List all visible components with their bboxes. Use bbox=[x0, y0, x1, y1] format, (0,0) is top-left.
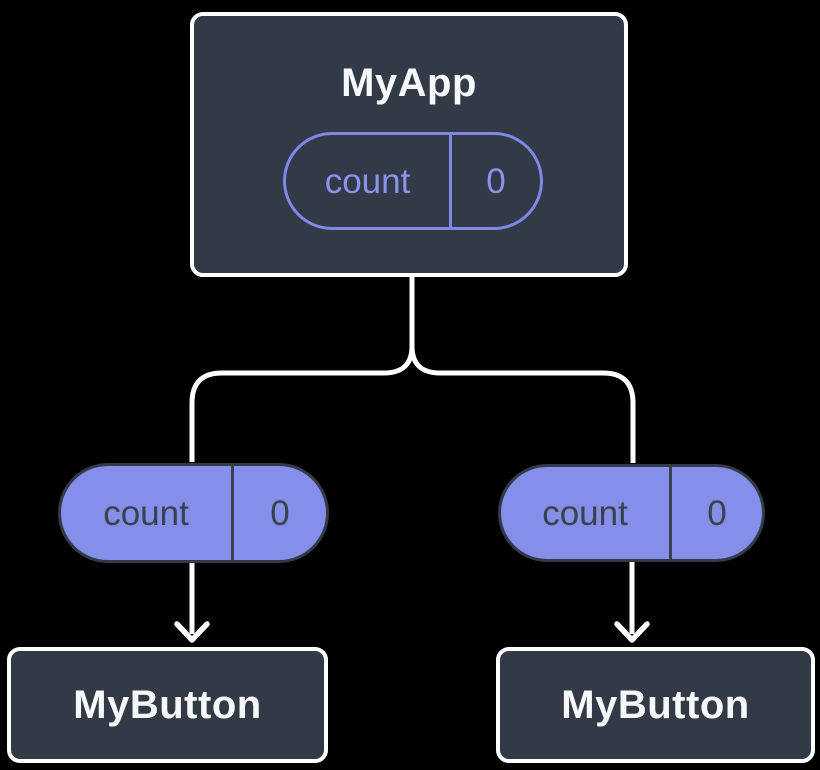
child-node-title-left: MyButton bbox=[73, 683, 262, 727]
root-state-pill: count 0 bbox=[283, 132, 543, 230]
root-node-myapp: MyApp count 0 bbox=[190, 12, 628, 277]
prop-pill-right-value: 0 bbox=[707, 493, 727, 533]
branch-left-line bbox=[189, 345, 415, 462]
child-node-mybutton-right: MyButton bbox=[496, 647, 815, 763]
arrow-left-head-icon bbox=[174, 621, 210, 643]
root-state-pill-value: 0 bbox=[486, 161, 506, 201]
child-node-title-right: MyButton bbox=[561, 683, 750, 727]
root-state-pill-label: count bbox=[324, 161, 411, 201]
pill-divider bbox=[231, 466, 234, 560]
prop-pill-left-value: 0 bbox=[270, 493, 290, 533]
arrow-right-head-icon bbox=[614, 621, 650, 643]
pill-divider bbox=[669, 467, 672, 559]
prop-pill-right-label: count bbox=[542, 493, 628, 533]
branch-right-line bbox=[409, 345, 636, 463]
root-node-title: MyApp bbox=[341, 61, 477, 105]
pill-divider bbox=[449, 135, 452, 227]
prop-pill-left: count 0 bbox=[58, 463, 329, 563]
prop-pill-right: count 0 bbox=[498, 464, 765, 562]
child-node-mybutton-left: MyButton bbox=[7, 647, 328, 763]
prop-pill-left-label: count bbox=[103, 493, 189, 533]
